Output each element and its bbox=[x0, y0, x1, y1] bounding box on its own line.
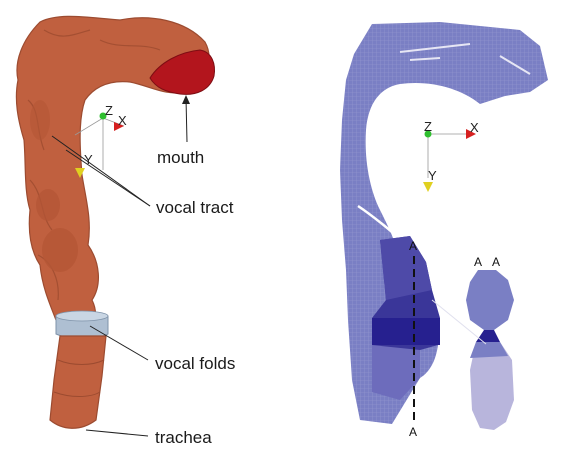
trachea-tube bbox=[50, 336, 106, 428]
left-axis-x-label: X bbox=[118, 113, 127, 128]
y-axis-arrow bbox=[423, 182, 433, 192]
left-axis-z-label: Z bbox=[105, 103, 113, 118]
inset-upper bbox=[466, 270, 514, 330]
label-mouth: mouth bbox=[157, 148, 204, 168]
section-label-bottom: A bbox=[409, 425, 417, 439]
right-axis-triad: Z X Y bbox=[423, 119, 479, 192]
left-axis-triad: Z X Y bbox=[75, 103, 127, 178]
label-vocal-folds: vocal folds bbox=[155, 354, 235, 374]
label-vocal-tract: vocal tract bbox=[156, 198, 233, 218]
right-axis-z-label: Z bbox=[424, 119, 432, 134]
inset-label-left: A bbox=[474, 255, 482, 269]
cross-section-inset: A A bbox=[466, 255, 514, 430]
inset-label-right: A bbox=[492, 255, 500, 269]
vocal-tract-mesh-2d bbox=[340, 22, 548, 424]
label-trachea: trachea bbox=[155, 428, 212, 448]
right-axis-y-label: Y bbox=[428, 168, 437, 183]
section-label-top: A bbox=[409, 239, 417, 253]
right-axis-x-label: X bbox=[470, 120, 479, 135]
